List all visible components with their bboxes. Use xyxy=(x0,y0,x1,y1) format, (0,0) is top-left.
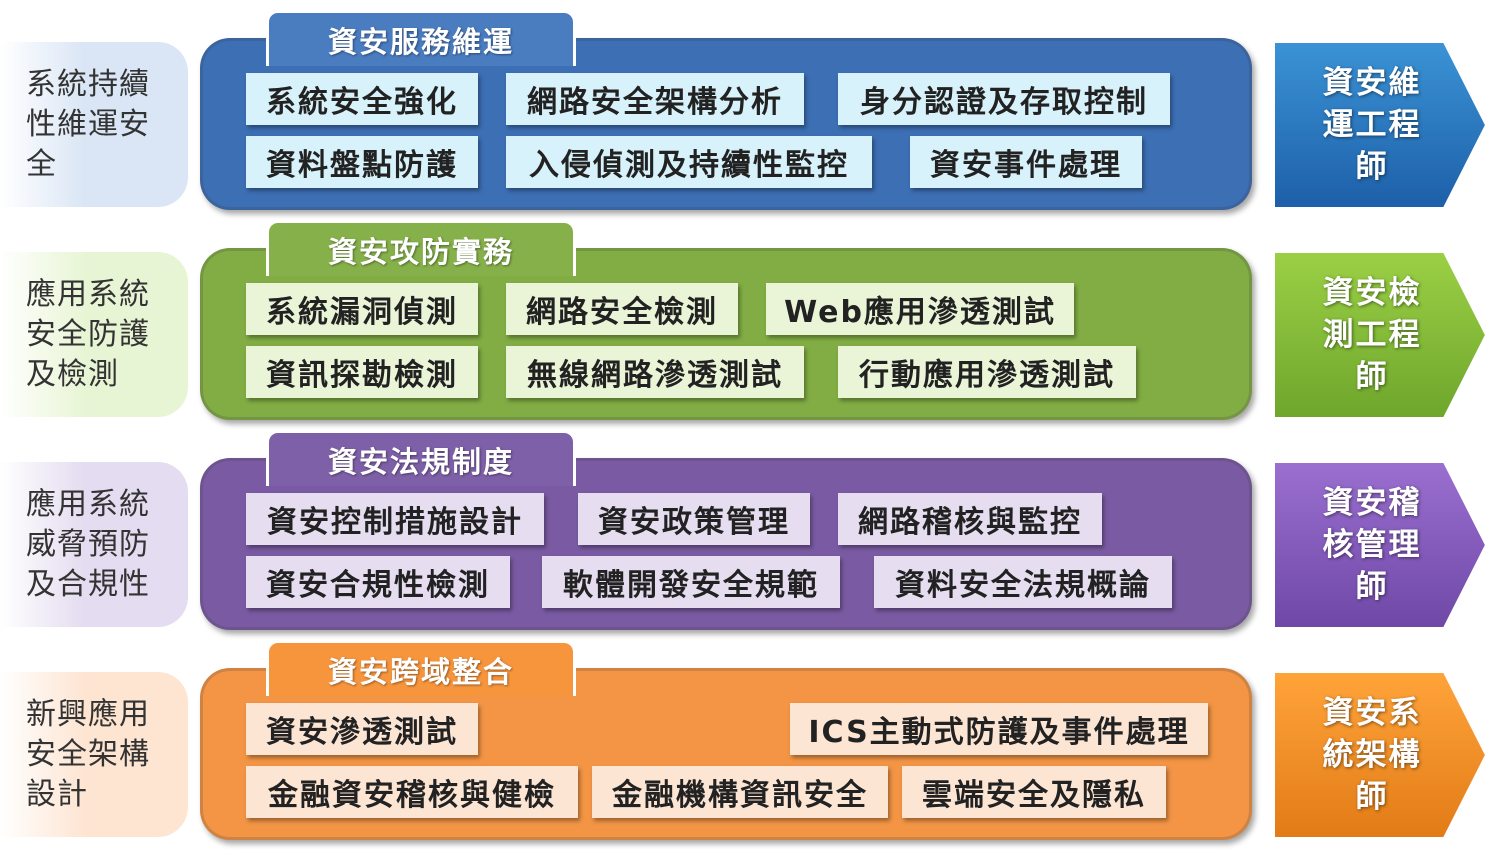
role-title: 資安系統架構師 xyxy=(1322,695,1422,815)
skill-item: 系統安全強化 xyxy=(246,73,478,125)
skill-item: 軟體開發安全規範 xyxy=(542,556,840,608)
skill-item: 身分認證及存取控制 xyxy=(838,73,1170,125)
skill-item: Web應用滲透測試 xyxy=(766,283,1074,335)
skill-item: 行動應用滲透測試 xyxy=(838,346,1136,398)
skill-item: 網路安全檢測 xyxy=(506,283,738,335)
skill-item: 資安政策管理 xyxy=(578,493,810,545)
role-title: 資安維運工程師 xyxy=(1322,65,1422,185)
skill-item: 資料盤點防護 xyxy=(246,136,478,188)
role-title: 資安稽核管理師 xyxy=(1322,485,1422,605)
row-service-operations: 系統持續性維運安全 資安服務維運 系統安全強化 網路安全架構分析 身分認證及存取… xyxy=(0,0,1497,210)
side-label-box: 應用系統安全防護及檢測 xyxy=(0,252,188,417)
skill-item: ICS主動式防護及事件處理 xyxy=(790,703,1208,755)
skill-item: 網路安全架構分析 xyxy=(506,73,804,125)
side-label: 應用系統安全防護及檢測 xyxy=(26,276,150,392)
side-label: 系統持續性維運安全 xyxy=(26,66,150,182)
skill-item: 入侵偵測及持續性監控 xyxy=(506,136,872,188)
skill-item: 資安控制措施設計 xyxy=(246,493,544,545)
skill-item: 資料安全法規概論 xyxy=(874,556,1172,608)
row-cross-domain: 新興應用安全架構設計 資安跨域整合 資安滲透測試 ICS主動式防護及事件處理 金… xyxy=(0,630,1497,840)
role-arrow: 資安系統架構師 xyxy=(1272,670,1492,840)
side-label: 應用系統威脅預防及合規性 xyxy=(26,486,150,602)
side-label-box: 應用系統威脅預防及合規性 xyxy=(0,462,188,627)
row-attack-defense: 應用系統安全防護及檢測 資安攻防實務 系統漏洞偵測 網路安全檢測 Web應用滲透… xyxy=(0,210,1497,420)
category-tab: 資安法規制度 xyxy=(266,430,576,486)
category-tab: 資安跨域整合 xyxy=(266,640,576,696)
skill-item: 金融機構資訊安全 xyxy=(592,766,888,818)
skill-item: 系統漏洞偵測 xyxy=(246,283,478,335)
side-label-box: 新興應用安全架構設計 xyxy=(0,672,188,837)
skill-item: 雲端安全及隱私 xyxy=(902,766,1166,818)
role-arrow: 資安稽核管理師 xyxy=(1272,460,1492,630)
skill-item: 資訊探勘檢測 xyxy=(246,346,478,398)
category-tab: 資安服務維運 xyxy=(266,10,576,66)
role-arrow: 資安維運工程師 xyxy=(1272,40,1492,210)
skill-item: 無線網路滲透測試 xyxy=(506,346,804,398)
row-regulations: 應用系統威脅預防及合規性 資安法規制度 資安控制措施設計 資安政策管理 網路稽核… xyxy=(0,420,1497,630)
skill-item: 資安滲透測試 xyxy=(246,703,478,755)
role-arrow: 資安檢測工程師 xyxy=(1272,250,1492,420)
side-label-box: 系統持續性維運安全 xyxy=(0,42,188,207)
skill-item: 資安事件處理 xyxy=(910,136,1142,188)
skill-item: 網路稽核與監控 xyxy=(838,493,1102,545)
skill-item: 金融資安稽核與健檢 xyxy=(246,766,578,818)
category-tab: 資安攻防實務 xyxy=(266,220,576,276)
role-title: 資安檢測工程師 xyxy=(1322,275,1422,395)
skill-item: 資安合規性檢測 xyxy=(246,556,510,608)
side-label: 新興應用安全架構設計 xyxy=(26,696,150,812)
